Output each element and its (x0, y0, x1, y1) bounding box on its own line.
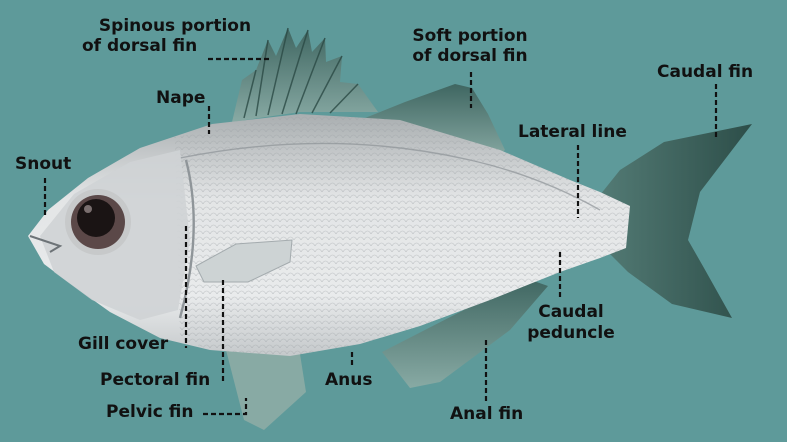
label-snout: Snout (15, 154, 71, 174)
label-pectoral-fin: Pectoral fin (100, 370, 210, 390)
label-spinous-dorsal-fin: Spinous portion of dorsal fin (80, 16, 270, 56)
label-gill-cover: Gill cover (78, 334, 168, 354)
eye-pupil (77, 199, 115, 237)
label-spinous-line1: Spinous portion (80, 16, 270, 36)
label-soft-dorsal-fin: Soft portion of dorsal fin (404, 26, 536, 66)
label-pelvic-fin: Pelvic fin (106, 402, 193, 422)
label-peduncle-line2: peduncle (520, 323, 622, 344)
label-nape: Nape (156, 88, 205, 108)
label-caudal-peduncle: Caudal peduncle (520, 302, 622, 344)
eye-highlight (84, 205, 92, 213)
label-soft-line1: Soft portion (404, 26, 536, 46)
label-peduncle-line1: Caudal (520, 302, 622, 323)
label-anus: Anus (325, 370, 372, 390)
label-spinous-line2: of dorsal fin (80, 36, 270, 56)
label-caudal-fin: Caudal fin (657, 62, 753, 82)
label-anal-fin: Anal fin (450, 404, 523, 424)
label-soft-line2: of dorsal fin (404, 46, 536, 66)
label-lateral-line: Lateral line (518, 122, 627, 142)
